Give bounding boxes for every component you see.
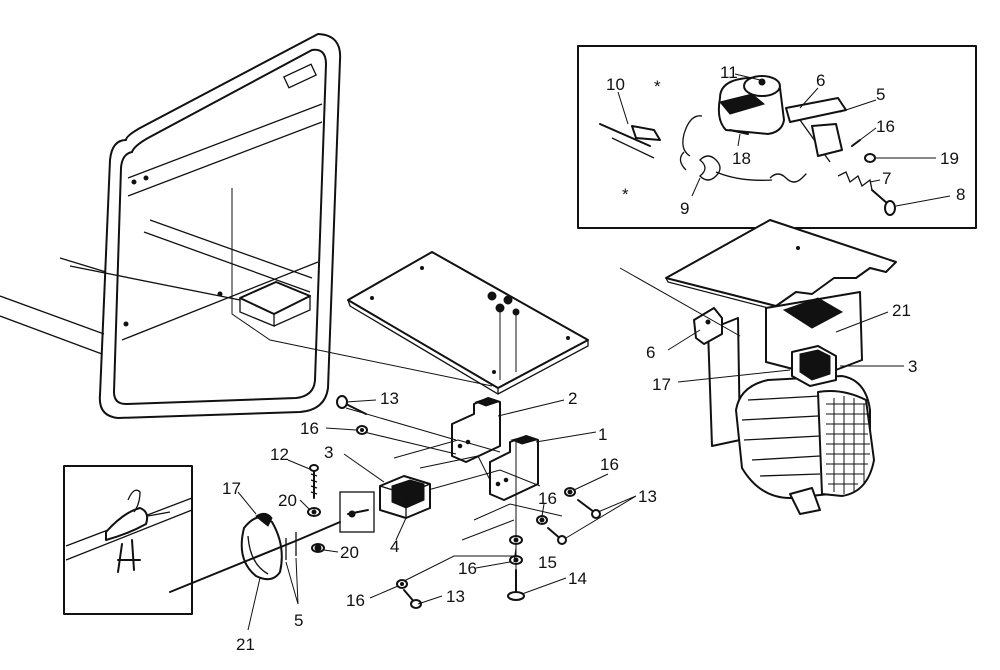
callout-2: 2	[568, 389, 577, 408]
callout-18: 18	[732, 149, 751, 168]
callout-21-right: 21	[892, 301, 911, 320]
inset-cable-clip-detail	[63, 465, 193, 615]
tubular-frame	[0, 33, 493, 419]
callout-6-inset: 6	[816, 71, 825, 90]
callout-13-a: 13	[380, 389, 399, 408]
callout-21-left: 21	[236, 635, 255, 654]
callout-15: 15	[538, 553, 557, 572]
leader-lines	[237, 73, 951, 631]
callout-11: 11	[720, 63, 738, 82]
callout-8: 8	[956, 185, 965, 204]
callout-12: 12	[270, 445, 289, 464]
asterisk-top: *	[654, 77, 661, 96]
callout-16-a: 16	[300, 419, 319, 438]
callout-3-right: 3	[908, 357, 917, 376]
inset-governor-detail	[577, 45, 977, 229]
callout-3-mid: 3	[324, 443, 333, 462]
callout-10: 10	[606, 75, 625, 94]
asterisk-bottom: *	[622, 185, 629, 204]
callout-20-a: 20	[278, 491, 297, 510]
callout-17-left: 17	[222, 479, 241, 498]
callout-16-b: 16	[600, 455, 619, 474]
callout-6-right: 6	[646, 343, 655, 362]
mounting-brackets	[345, 397, 563, 583]
isolator-mount	[339, 475, 431, 533]
fasteners	[307, 395, 601, 609]
callout-1: 1	[598, 425, 607, 444]
callout-16-c: 16	[538, 489, 557, 508]
callout-19: 19	[940, 149, 959, 168]
callout-16-inset: 16	[876, 117, 895, 136]
callout-7: 7	[882, 169, 891, 188]
callout-13-c: 13	[446, 587, 465, 606]
callout-13-b: 13	[638, 487, 657, 506]
throttle-cable-guide	[169, 512, 341, 593]
callout-5-inset: 5	[876, 85, 885, 104]
alternator-assembly	[619, 219, 897, 515]
callout-17-right: 17	[652, 375, 671, 394]
grille-pattern	[826, 396, 870, 494]
callout-16-d: 16	[458, 559, 477, 578]
callout-4: 4	[390, 537, 399, 556]
callout-16-e: 16	[346, 591, 365, 610]
callout-9: 9	[680, 199, 689, 218]
callout-labels: 11 10 6 5 16 18 19 7 8 9 21 6 3 17 13 16…	[222, 63, 965, 654]
mounting-plate	[347, 251, 589, 395]
callout-20-b: 20	[340, 543, 359, 562]
callout-5-left: 5	[294, 611, 303, 630]
callout-14: 14	[568, 569, 587, 588]
